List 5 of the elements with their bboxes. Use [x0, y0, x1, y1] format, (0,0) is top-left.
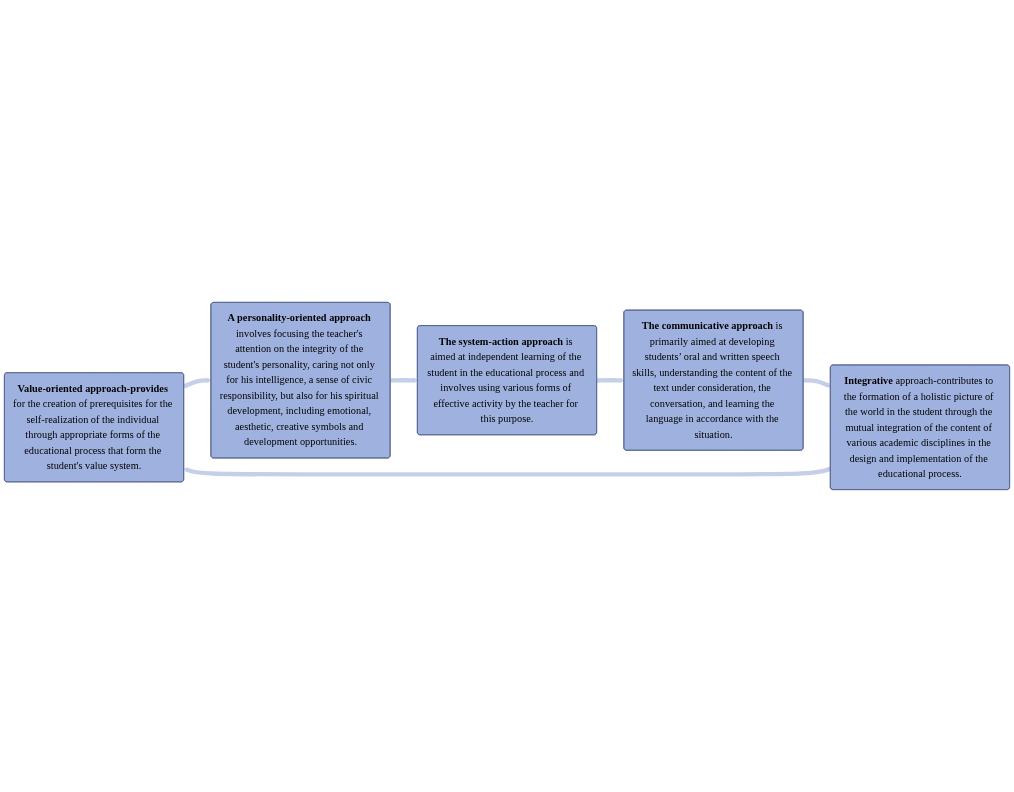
arrow	[183, 378, 212, 389]
arrow	[596, 378, 625, 383]
arrow	[183, 466, 832, 477]
arrow	[803, 378, 831, 388]
arrow	[390, 378, 418, 383]
